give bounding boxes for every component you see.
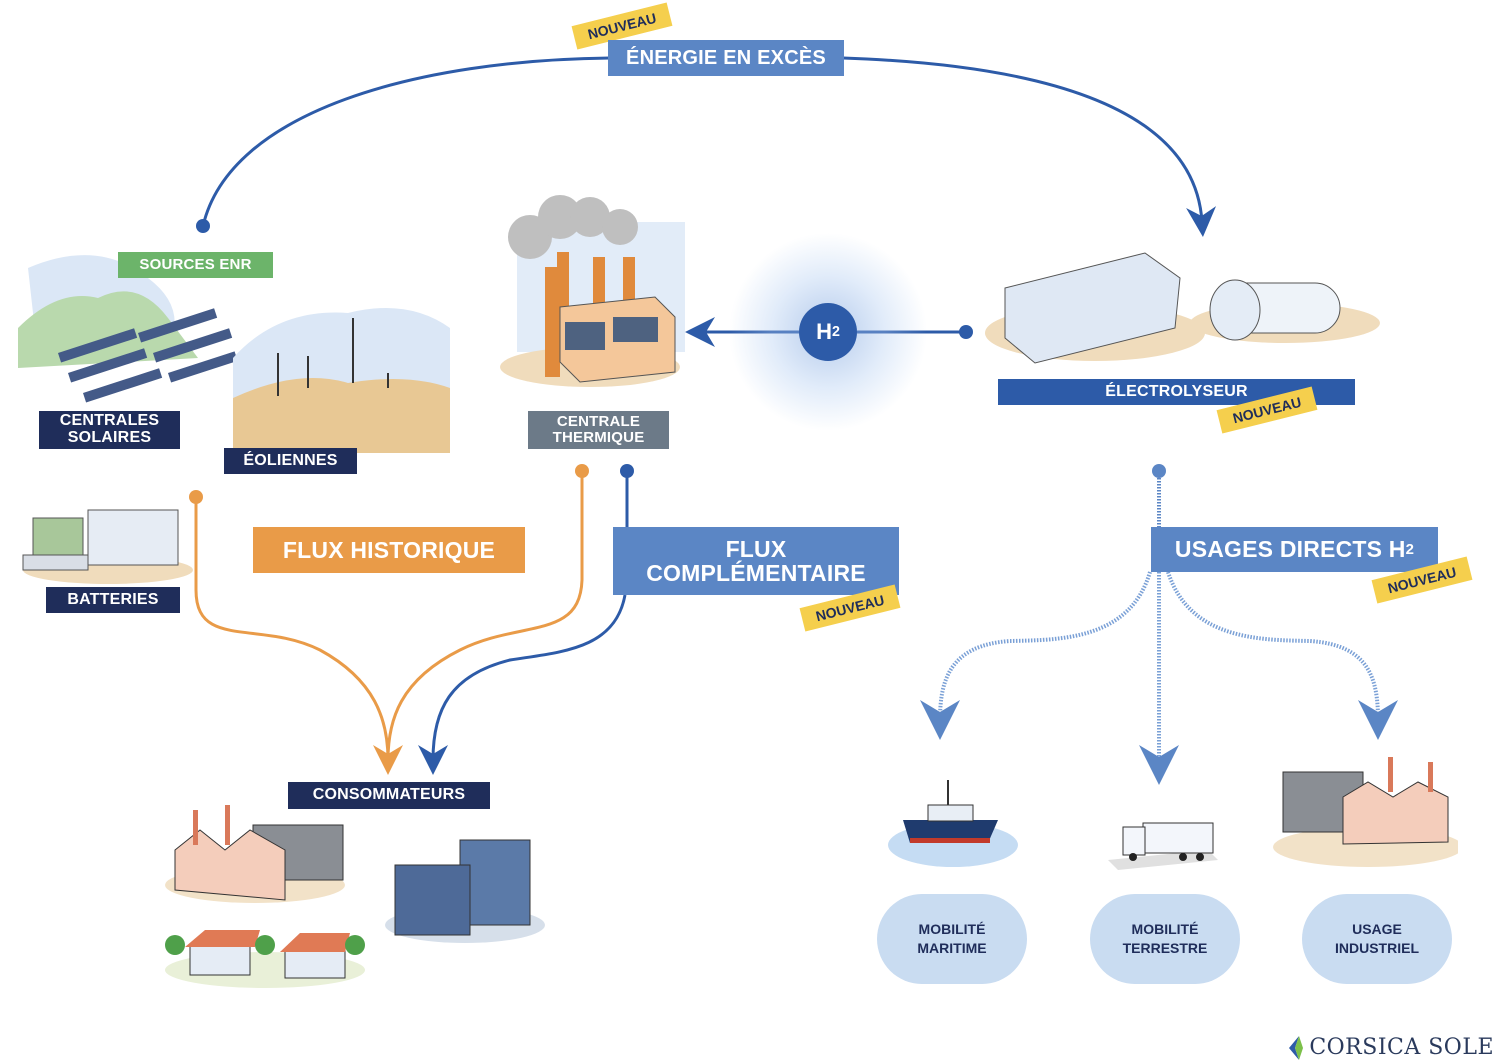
battery-illustration [22,509,193,584]
corsica-sole-logo: CORSICA SOLE [1287,1035,1494,1060]
usage-branch-maritime [920,571,1152,740]
flux-complementaire-line1: FLUX [725,535,787,562]
pill-mobilite-terrestre[interactable]: MOBILITÉ TERRESTRE [1090,894,1240,984]
energie-exces-start-dot [196,219,210,233]
pill-line2: INDUSTRIEL [1335,940,1419,956]
solar-wind-illustration [18,255,450,453]
consommateurs-label[interactable]: CONSOMMATEURS [288,782,490,809]
pill-mobilite-maritime[interactable]: MOBILITÉ MARITIME [877,894,1027,984]
usages-directs-text: USAGES DIRECTS H [1174,536,1406,563]
truck-illustration [1108,822,1218,870]
ship-illustration [888,780,1018,867]
electrolyseur-dot [959,325,973,339]
electrolyser-illustration [985,252,1380,364]
h2-subscript: 2 [831,324,840,340]
energie-exces-label[interactable]: ÉNERGIE EN EXCÈS [608,40,844,76]
thermal-plant-illustration [500,195,685,387]
logo-text: CORSICA SOLE [1309,1035,1494,1060]
centrales-solaires-label[interactable]: CENTRALES SOLAIRES [39,411,180,449]
flux-complementaire-line [433,471,629,760]
flux-historique-right [386,471,584,761]
energie-exces-arc [201,56,611,227]
pill-usage-industriel[interactable]: USAGE INDUSTRIEL [1302,894,1452,984]
pill-line1: MOBILITÉ [918,921,986,938]
factory-illustration [1273,757,1458,867]
flux-historique-label[interactable]: FLUX HISTORIQUE [253,527,525,573]
batteries-label[interactable]: BATTERIES [46,587,180,613]
sources-enr-label[interactable]: SOURCES ENR [118,252,273,278]
centrale-thermique-label[interactable]: CENTRALE THERMIQUE [528,411,669,449]
flux-complementaire-label[interactable]: FLUX COMPLÉMENTAIRE [613,527,899,595]
flux-complementaire-line2: COMPLÉMENTAIRE [646,560,866,586]
consumers-illustration [165,805,545,988]
pill-line1: MOBILITÉ [1131,921,1199,938]
pill-line1: USAGE [1352,921,1402,938]
usage-branch-industriel [1166,571,1398,740]
corsica-sole-logo-icon [1289,1035,1304,1060]
flux-historique-left [194,497,403,775]
h2-symbol: H [816,319,832,344]
usages-directs-subscript: 2 [1405,540,1415,558]
pill-line2: MARITIME [917,940,987,956]
eoliennes-label[interactable]: ÉOLIENNES [224,448,357,474]
energie-exces-arc-right [842,56,1217,237]
pill-line2: TERRESTRE [1122,940,1208,956]
